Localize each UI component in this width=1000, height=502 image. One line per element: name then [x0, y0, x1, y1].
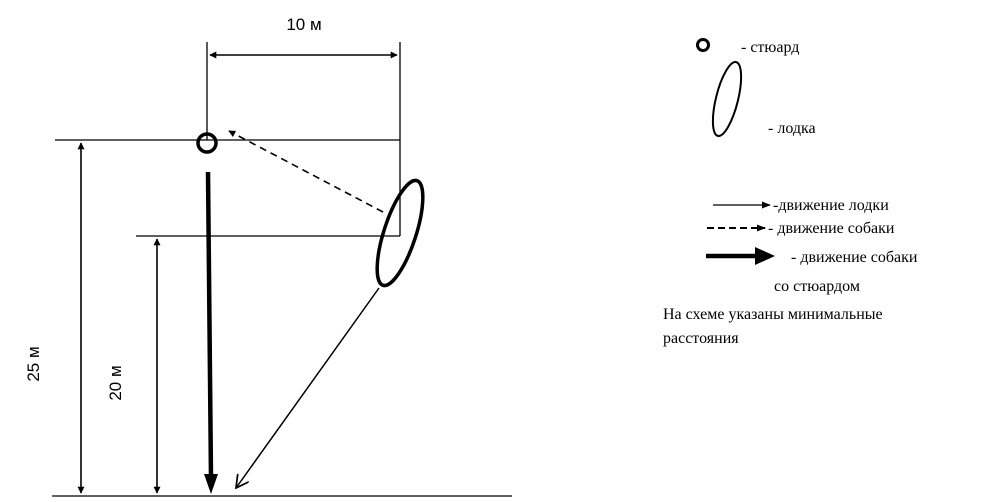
note-line-1: На схеме указаны минимальные	[663, 306, 883, 323]
boat-marker	[375, 178, 425, 288]
legend-boat-icon	[711, 61, 743, 137]
legend-steward-icon	[696, 38, 710, 52]
legend-dog-with-steward-arrowhead	[755, 247, 775, 265]
dog-with-steward-thick-arrow	[205, 171, 214, 479]
steward-marker	[196, 132, 218, 154]
total-height-label: 25 м	[24, 346, 43, 381]
legend-steward-label: - стюард	[741, 39, 799, 56]
boat-path-arrow	[236, 287, 380, 488]
legend-dog-with-steward-label-line2: со стюардом	[774, 278, 860, 295]
dog-with-steward-arrowhead	[204, 474, 218, 494]
legend-boat-motion-label: -движение лодки	[773, 197, 889, 214]
dog-path-dashed-arrow	[228, 130, 384, 213]
top-width-label: 10 м	[286, 15, 321, 34]
legend-dog-motion-label: - движение собаки	[768, 220, 895, 237]
inner-height-label: 20 м	[106, 365, 125, 400]
note-line-2: расстояния	[663, 330, 739, 347]
legend-dog-with-steward-label-line1: - движение собаки	[791, 249, 918, 266]
legend-boat-label: - лодка	[768, 120, 816, 137]
